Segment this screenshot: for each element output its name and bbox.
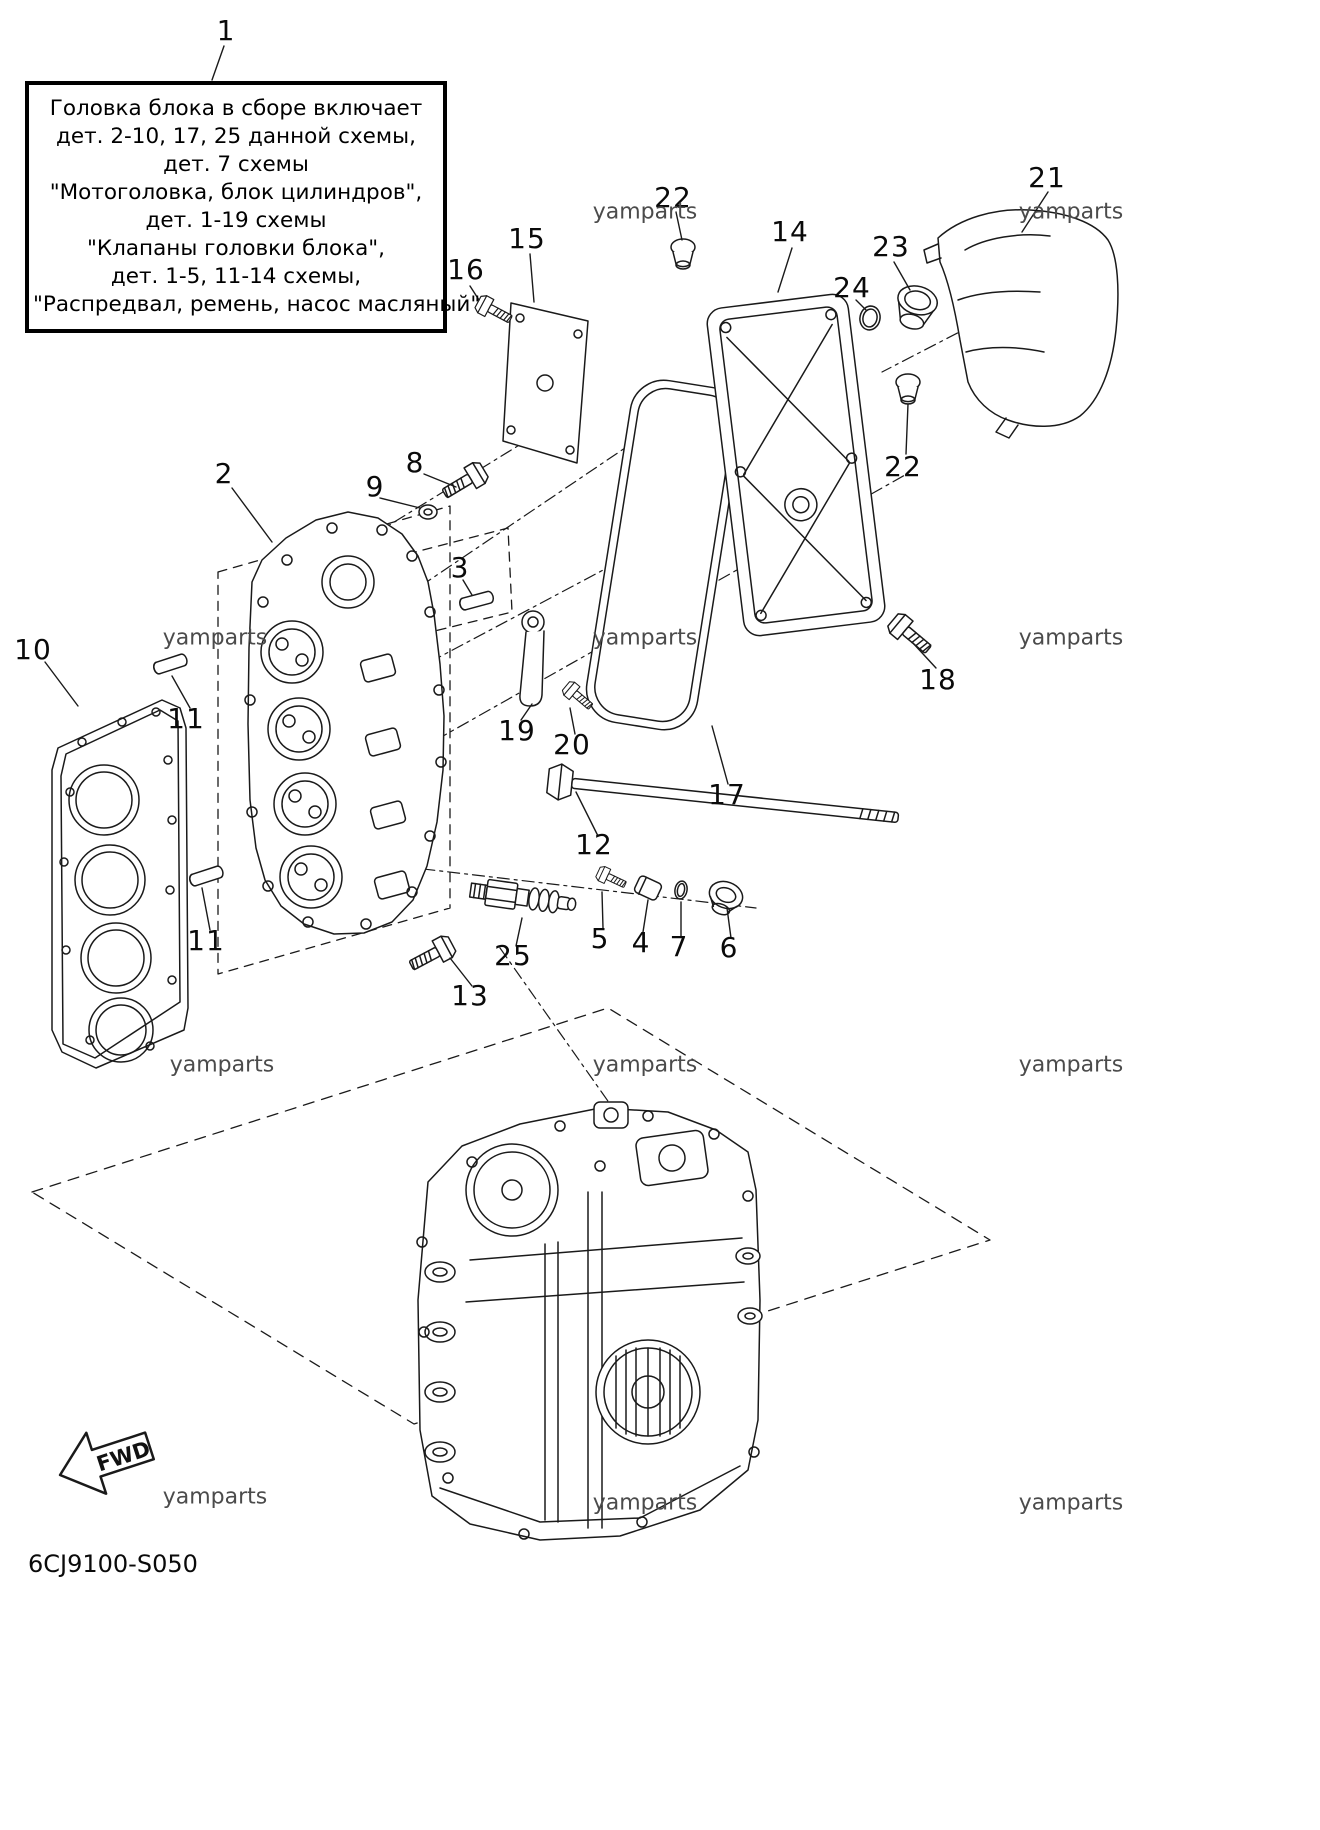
watermark-text: yamparts [1018, 1490, 1124, 1516]
watermark-text: yamparts [162, 625, 268, 651]
part-number-label: 5 [590, 922, 610, 955]
washer-9-drawing [418, 504, 438, 520]
diagram-code: 6CJ9100-S050 [28, 1550, 198, 1578]
note-line: дет. 1-5, 11-14 схемы, [110, 264, 362, 289]
cover-14-drawing [706, 293, 886, 637]
part-number-label: 17 [708, 778, 746, 811]
cylinder-head-drawing [244, 511, 447, 935]
bolt-13-drawing [405, 932, 459, 977]
watermark-text: yamparts [169, 1052, 275, 1078]
part-number-label: 10 [14, 633, 52, 666]
note-line: "Распредвал, ремень, насос масляный" [33, 292, 481, 317]
part-number-label: 6 [719, 931, 739, 964]
part-number-label: 16 [447, 253, 485, 286]
part-number-label: 18 [919, 663, 957, 696]
part-number-label: 24 [833, 271, 871, 304]
part-number-label: 23 [872, 230, 910, 263]
grommet-22b-drawing [895, 373, 921, 405]
part-number-label: 11 [187, 924, 225, 957]
plug-6-drawing [708, 880, 744, 916]
part-number-label: 8 [405, 446, 425, 479]
part-number-label: 21 [1028, 161, 1066, 194]
part-number-label: 20 [553, 728, 591, 761]
part-number-label: 15 [508, 222, 546, 255]
cylinder-block-drawing [416, 1101, 763, 1541]
cap-23-drawing [897, 285, 938, 330]
watermark-text: yamparts [592, 625, 698, 651]
note-line: Головка блока в сборе включает [49, 96, 423, 121]
note-line: дет. 2-10, 17, 25 данной схемы, [56, 124, 416, 149]
watermark-text: yamparts [1018, 199, 1124, 225]
stud-bolt-12-drawing [546, 763, 900, 823]
part-number-label: 2 [214, 457, 234, 490]
bolt-8-drawing [437, 458, 491, 505]
watermark-text: yamparts [592, 199, 698, 225]
part-number-label: 9 [365, 470, 385, 503]
note-line: "Мотоголовка, блок цилиндров", [49, 180, 423, 205]
part-number-label: 7 [669, 930, 689, 963]
part-number-label: 1 [216, 14, 236, 47]
part-number-label: 4 [631, 926, 651, 959]
note-line: "Клапаны головки блока", [86, 236, 386, 261]
oring-24-drawing [859, 305, 881, 331]
watermark-text: yamparts [162, 1484, 268, 1510]
dowel-11b-drawing [187, 864, 226, 888]
part-number-label: 13 [451, 979, 489, 1012]
cap-4-drawing [633, 875, 663, 901]
gasket-17-drawing [585, 379, 743, 731]
bracket-19-drawing [519, 610, 545, 707]
ground-plane-outline [31, 1007, 991, 1425]
part-number-label: 3 [450, 551, 470, 584]
watermark-text: yamparts [1018, 1052, 1124, 1078]
dowel-3-drawing [457, 589, 496, 612]
watermark-text: yamparts [1018, 625, 1124, 651]
cover-21-drawing [923, 209, 1119, 439]
watermark-text: yamparts [592, 1490, 698, 1516]
part-number-label: 12 [575, 828, 613, 861]
plate-15-drawing [502, 302, 589, 464]
grommet-22a-drawing [670, 238, 696, 270]
part-number-label: 19 [498, 714, 536, 747]
watermark-text: yamparts [592, 1052, 698, 1078]
note-line: дет. 7 схемы [163, 152, 309, 177]
bolt-18-drawing [884, 610, 937, 660]
bolt-5-drawing [594, 864, 629, 893]
spark-plug-25-drawing [468, 878, 577, 914]
oring-7-drawing [674, 880, 688, 900]
fwd-arrow: FWD [58, 1431, 156, 1495]
part-number-label: 11 [167, 702, 205, 735]
note-line: дет. 1-19 схемы [145, 208, 327, 233]
part-number-label: 25 [494, 939, 532, 972]
leader-lines [44, 45, 1049, 987]
part-number-label: 14 [771, 215, 809, 248]
part-number-label: 22 [654, 181, 692, 214]
note-box: Головка блока в сборе включает дет. 2-10,… [25, 81, 481, 333]
head-gasket-drawing [51, 699, 189, 1069]
dowel-11a-drawing [151, 652, 190, 676]
part-number-label: 22 [884, 450, 922, 483]
